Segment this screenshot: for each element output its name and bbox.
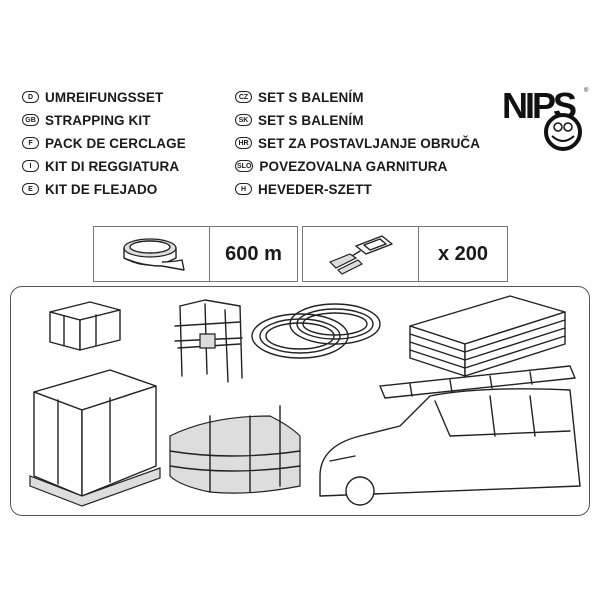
language-item: E KIT DE FLEJADO (22, 179, 157, 199)
strap-length: 600 m (225, 242, 282, 265)
country-badge: SK (235, 114, 252, 126)
language-item: GB STRAPPING KIT (22, 110, 151, 130)
language-item: D UMREIFUNGSSET (22, 87, 163, 107)
buckle-count: x 200 (437, 242, 489, 265)
product-name: KIT DI REGGIATURA (45, 158, 180, 174)
sandbag-stack-icon (169, 405, 301, 494)
country-badge: F (22, 137, 39, 149)
strap-roll-image (94, 227, 210, 281)
board-stack-icon (409, 295, 566, 377)
country-badge: GB (22, 114, 39, 126)
product-name: STRAPPING KIT (45, 112, 151, 128)
strap-roll-icon (122, 238, 185, 271)
buckle-image (303, 227, 419, 281)
strapped-pallet-icon (29, 369, 161, 507)
country-badge: SLO (235, 160, 254, 172)
coiled-hoses-icon (251, 303, 381, 359)
buckle-box: x 200 (302, 226, 508, 282)
language-item: SLO POVEZOVALNA GARNITURA (235, 156, 448, 176)
country-badge: CZ (235, 91, 252, 103)
product-name: SET ZA POSTAVLJANJE OBRUČA (258, 135, 481, 151)
usage-illustrations (29, 295, 581, 507)
language-item: I KIT DI REGGIATURA (22, 156, 179, 176)
product-name: SET S BALENÍM (258, 89, 364, 105)
language-item: HR SET ZA POSTAVLJANJE OBRUČA (235, 133, 480, 153)
buckle-icon (328, 235, 393, 275)
country-badge: HR (235, 137, 252, 149)
country-badge: H (235, 183, 252, 195)
country-badge: D (22, 91, 39, 103)
product-name: HEVEDER-SZETT (258, 181, 372, 197)
strapped-box-icon (49, 301, 121, 351)
language-item: SK SET S BALENÍM (235, 110, 364, 130)
product-name: POVEZOVALNA GARNITURA (259, 158, 448, 174)
car-with-ladder-icon (319, 365, 581, 506)
product-name: KIT DE FLEJADO (45, 181, 158, 197)
product-name: PACK DE CERCLAGE (45, 135, 186, 151)
svg-text:®: ® (584, 87, 589, 94)
language-item: F PACK DE CERCLAGE (22, 133, 186, 153)
language-item: CZ SET S BALENÍM (235, 87, 364, 107)
product-name: SET S BALENÍM (258, 112, 364, 128)
usage-illustrations-frame (10, 286, 590, 516)
country-badge: E (22, 183, 39, 195)
language-item: H HEVEDER-SZETT (235, 179, 372, 199)
country-badge: I (22, 160, 39, 172)
nips-logo: NIPS ® (502, 85, 589, 151)
strap-roll-box: 600 m (93, 226, 298, 282)
stacked-chairs-icon (174, 299, 243, 383)
product-name: UMREIFUNGSSET (45, 89, 164, 105)
